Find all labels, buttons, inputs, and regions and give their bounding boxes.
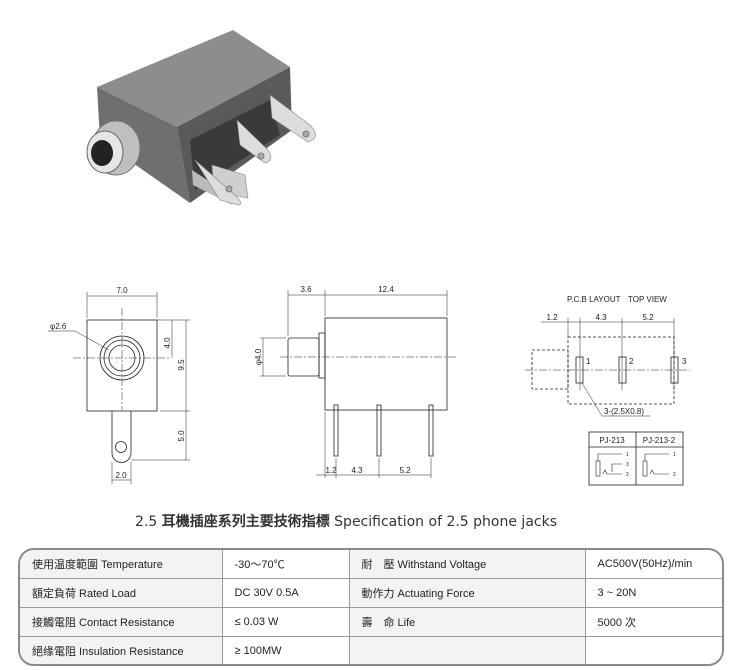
spec-value	[584, 636, 722, 664]
spec-table: 使用温度範圍 Temperature -30～70℃ 耐 壓 Withstand…	[18, 548, 724, 666]
spec-value: ≥ 100MW	[221, 636, 350, 664]
schematic-a-pin: 1	[626, 452, 629, 458]
pcb-pitch-2-label: 5.2	[642, 313, 654, 322]
table-row: 額定負荷 Rated Load DC 30V 0.5A 動作力 Actuatin…	[20, 578, 722, 608]
spec-label: 動作力 Actuating Force	[348, 578, 586, 608]
title-number: 2.5	[135, 514, 158, 530]
pcb-offset-label: 1.2	[546, 313, 558, 322]
spec-label: 使用温度範圍 Temperature	[20, 550, 223, 579]
schematic-b-pin: 1	[673, 452, 676, 458]
spec-title: 2.5 耳機插座系列主要技術指標 Specification of 2.5 ph…	[135, 511, 557, 531]
nose-diameter-label: φ4.0	[254, 348, 263, 365]
pad-1-label: 1	[586, 357, 591, 366]
title-english: Specification of 2.5 phone jacks	[334, 514, 557, 530]
spec-value: AC500V(50Hz)/min	[584, 550, 722, 579]
title-chinese: 耳機插座系列主要技術指標	[161, 514, 330, 530]
top-view-title: TOP VIEW	[628, 295, 667, 304]
pin-pitch-1-label: 4.3	[351, 466, 363, 475]
body-height-label: 9.5	[177, 359, 186, 371]
pin-offset-label: 1.2	[325, 466, 337, 475]
schematic-a-pin: 2	[626, 472, 629, 478]
tab-length-label: 5.0	[177, 430, 186, 442]
schematic-model-b: PJ-213-2	[643, 436, 676, 445]
schematic-model-a: PJ-213	[599, 436, 625, 445]
spec-label: 絕缘電阻 Insulation Resistance	[20, 636, 223, 664]
hole-diameter-label: φ2.6	[50, 322, 67, 331]
spec-label	[348, 636, 586, 664]
pin-pitch-2-label: 5.2	[399, 466, 411, 475]
schematic-b-pin: 2	[673, 472, 676, 478]
pad-2-label: 2	[629, 357, 634, 366]
spec-label: 接觸電阻 Contact Resistance	[20, 607, 223, 637]
front-width-label: 7.0	[116, 286, 128, 295]
body-length-label: 12.4	[378, 285, 394, 294]
schematic-a-pin: 3	[626, 462, 629, 468]
spec-label: 耐 壓 Withstand Voltage	[348, 550, 586, 579]
spec-value: DC 30V 0.5A	[221, 578, 350, 608]
pcb-layout-title: P.C.B LAYOUT	[567, 295, 621, 304]
tab-width-label: 2.0	[115, 471, 127, 480]
spec-value: -30～70℃	[221, 550, 350, 579]
product-photo	[86, 30, 316, 206]
pad-3-label: 3	[682, 357, 687, 366]
table-row: 絕缘電阻 Insulation Resistance ≥ 100MW	[20, 636, 722, 664]
spec-value: 3 ~ 20N	[584, 578, 722, 608]
upper-height-label: 4.0	[163, 337, 172, 349]
spec-label: 壽 命 Life	[348, 607, 586, 637]
pad-size-label: 3-(2.5X0.8)	[604, 407, 644, 416]
table-row: 使用温度範圍 Temperature -30～70℃ 耐 壓 Withstand…	[20, 550, 722, 579]
spec-label: 額定負荷 Rated Load	[20, 578, 223, 608]
technical-drawing: 7.0 φ2.6 4.0 9.5 5.0 2.0 3.6 12.4 φ4.0 1…	[48, 30, 690, 486]
nose-length-label: 3.6	[300, 285, 312, 294]
table-row: 接觸電阻 Contact Resistance ≤ 0.03 W 壽 命 Lif…	[20, 607, 722, 637]
spec-value: ≤ 0.03 W	[221, 607, 350, 637]
pcb-pitch-1-label: 4.3	[595, 313, 607, 322]
spec-value: 5000 次	[584, 607, 722, 637]
